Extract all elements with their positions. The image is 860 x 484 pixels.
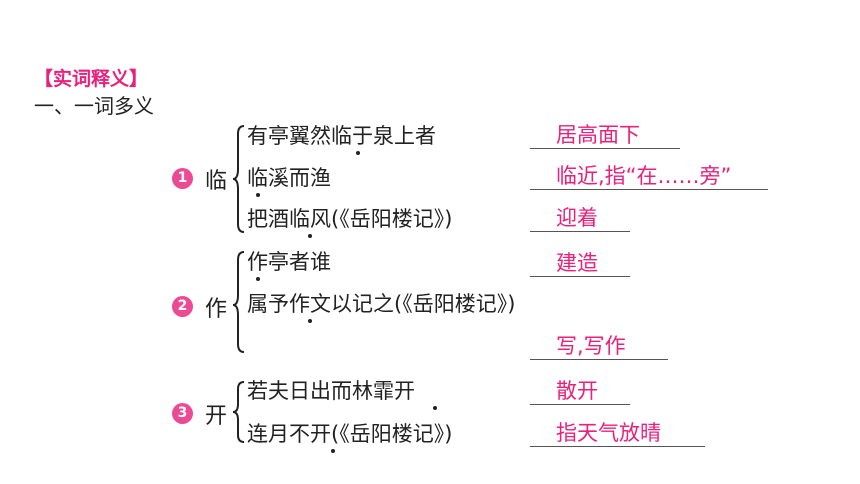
emphasis-dot [308,319,312,323]
section-heading: 一、一词多义 [34,94,154,118]
example-sentence: 属予作文以记之(《岳阳楼记》) [247,292,516,316]
example-sentence: 若夫日出而林霏开 [247,379,415,403]
answer-underline [530,189,768,190]
brace-icon [232,251,245,353]
answer-text: 散开 [556,379,598,403]
emphasis-dot [433,406,437,410]
example-sentence: 把酒临风(《岳阳楼记》) [247,207,453,231]
entry-word: 作 [205,297,228,322]
answer-text: 临近,指“在……旁” [556,164,732,188]
answer-text: 写,写作 [556,334,626,358]
answer-underline [530,359,668,360]
entry-word: 开 [205,404,228,429]
answer-underline [530,404,630,405]
answer-text: 指天气放晴 [556,421,661,445]
answer-text: 迎着 [556,206,598,230]
example-sentence: 连月不开(《岳阳楼记》) [247,422,453,446]
answer-text: 居高面下 [556,123,640,147]
answer-underline [530,276,630,277]
example-sentence: 作亭者谁 [247,250,331,274]
answer-text: 建造 [556,251,598,275]
example-sentence: 有亭翼然临于泉上者 [247,124,436,148]
answer-underline [530,148,680,149]
brace-icon [232,125,245,233]
emphasis-dot [308,234,312,238]
emphasis-dot [356,151,360,155]
emphasis-dot [256,277,260,281]
emphasis-dot [256,193,260,197]
answer-underline [530,231,630,232]
answer-underline [530,446,705,447]
emphasis-dot [331,449,335,453]
section-title: 【实词释义】 [34,68,149,90]
entry-word: 临 [205,169,228,194]
entry-number-badge: 1 [172,168,193,189]
entry-number-badge: 3 [172,403,193,424]
brace-icon [232,381,245,443]
entry-number-badge: 2 [172,296,193,317]
example-sentence: 临溪而渔 [247,166,331,190]
